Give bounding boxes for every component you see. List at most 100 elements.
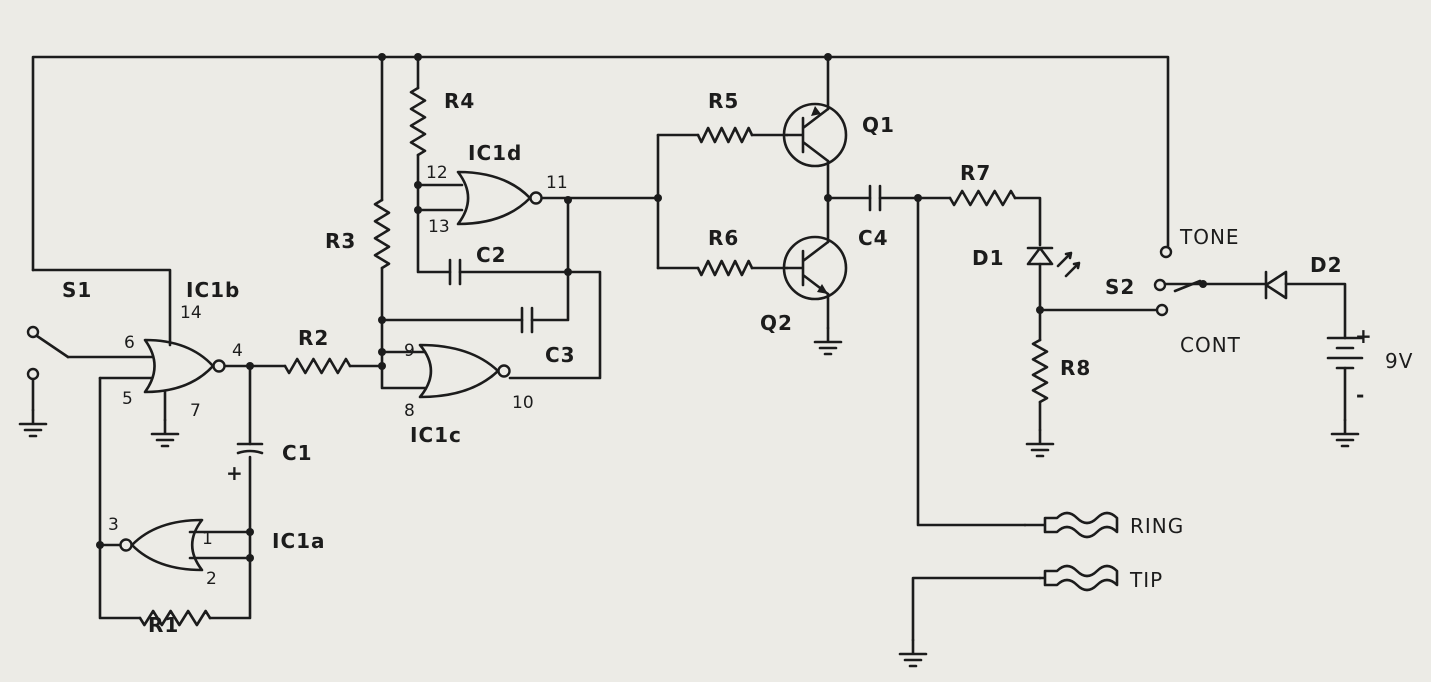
- label-ic1a: IC1a: [272, 529, 326, 553]
- inverter-bubble: [529, 191, 543, 205]
- label-r3: R3: [325, 229, 356, 253]
- pin-4: 4: [232, 341, 243, 361]
- wire: [208, 455, 252, 620]
- resistor-r6: [696, 259, 754, 277]
- junction-dot: [378, 53, 386, 61]
- inverter-bubble: [119, 538, 133, 552]
- label-ic1b: IC1b: [186, 278, 240, 302]
- nor-gate-ic1c: [418, 343, 511, 399]
- label-c2: C2: [476, 243, 507, 267]
- pin-14: 14: [180, 303, 202, 323]
- label-d2: D2: [1310, 253, 1343, 277]
- junction-dot: [564, 196, 572, 204]
- diode-d2: [1264, 270, 1288, 300]
- transistor-envelope: [782, 235, 848, 301]
- wire: [31, 268, 172, 347]
- wire: [508, 270, 602, 380]
- battery-9v: [1326, 336, 1364, 370]
- nor-gate-body: [130, 518, 204, 572]
- label-r6: R6: [708, 226, 739, 250]
- resistor-r3: [373, 198, 391, 270]
- resistor-r5: [696, 126, 754, 144]
- pin-1: 1: [202, 529, 213, 549]
- battery-plus: +: [1355, 324, 1373, 348]
- label-r1: R1: [148, 613, 179, 637]
- wire: [380, 266, 427, 390]
- ring-clip: [1023, 511, 1119, 539]
- nor-gate-body: [143, 338, 215, 394]
- capacitor-c3: [520, 306, 534, 334]
- wire: [98, 376, 142, 620]
- pin-9: 9: [404, 341, 415, 361]
- label-tip: TIP: [1129, 568, 1163, 592]
- pin-8: 8: [404, 401, 415, 421]
- pin-11: 11: [546, 173, 568, 193]
- capacitor-c2: [448, 258, 462, 286]
- label-s2: S2: [1105, 275, 1135, 299]
- wire: [31, 55, 1170, 272]
- ground-symbol: [813, 326, 843, 356]
- label-r5: R5: [708, 89, 739, 113]
- junction-dot: [246, 554, 254, 562]
- label-r4: R4: [444, 89, 475, 113]
- capacitor-c4: [868, 184, 882, 212]
- tip-clip: [1038, 564, 1119, 592]
- ground-symbol: [1330, 418, 1360, 448]
- transistor-leads: [785, 107, 830, 163]
- label-q2: Q2: [760, 311, 793, 335]
- nor-gate-ic1b: [143, 338, 226, 394]
- pin-6: 6: [124, 333, 135, 353]
- label-q1: Q1: [862, 113, 895, 137]
- c1-plus: +: [226, 461, 244, 485]
- label-ic1c: IC1c: [410, 423, 462, 447]
- label-r7: R7: [960, 161, 991, 185]
- pin-10: 10: [512, 393, 534, 413]
- pin-5: 5: [122, 389, 133, 409]
- capacitor-c1: [236, 442, 264, 455]
- label-d1: D1: [972, 246, 1005, 270]
- resistor-r2: [283, 357, 352, 375]
- transistor-envelope: [782, 102, 848, 168]
- label-c1: C1: [282, 441, 313, 465]
- battery-minus: -: [1356, 383, 1365, 407]
- emitter-arrow: [817, 284, 828, 294]
- led-d1: [1026, 246, 1054, 266]
- ground-symbol: [18, 408, 48, 438]
- pin-12: 12: [426, 163, 448, 183]
- label-ic1d: IC1d: [468, 141, 522, 165]
- label-c3: C3: [545, 343, 576, 367]
- label-r2: R2: [298, 326, 329, 350]
- pin-7: 7: [190, 401, 201, 421]
- transistor-leads: [785, 240, 830, 296]
- label-9v: 9V: [1385, 349, 1413, 373]
- junction-dot: [414, 181, 422, 189]
- nor-gate-ic1a: [119, 518, 204, 572]
- label-c4: C4: [858, 226, 889, 250]
- resistor-r1: [138, 609, 212, 627]
- ground-symbol: [150, 418, 180, 448]
- label-r8: R8: [1060, 356, 1091, 380]
- transistor-q1: [782, 102, 848, 168]
- s2-common: [1153, 278, 1167, 292]
- inverter-bubble: [497, 364, 511, 378]
- label-tone: TONE: [1179, 225, 1240, 249]
- junction-dot: [378, 348, 386, 356]
- inverter-bubble: [212, 359, 226, 373]
- s1-contact-bottom: [26, 367, 40, 381]
- nor-gate-body: [456, 170, 532, 226]
- junction-dot: [246, 528, 254, 536]
- labels: R1 R2 R3 R4 R5 R6 R7 R8 C1 C2 C3 C4 IC1a…: [62, 89, 1413, 637]
- wire: [1013, 196, 1042, 247]
- junction-dot: [824, 53, 832, 61]
- wire: [416, 153, 452, 274]
- s2-switch-lever: [1173, 279, 1202, 293]
- pin-3: 3: [108, 515, 119, 535]
- transistor-q2: [782, 235, 848, 301]
- wires: [31, 53, 1347, 642]
- junction-dot: [414, 206, 422, 214]
- label-cont: CONT: [1180, 333, 1241, 357]
- s1-switch-blade: [35, 334, 70, 359]
- resistor-r7: [948, 189, 1017, 207]
